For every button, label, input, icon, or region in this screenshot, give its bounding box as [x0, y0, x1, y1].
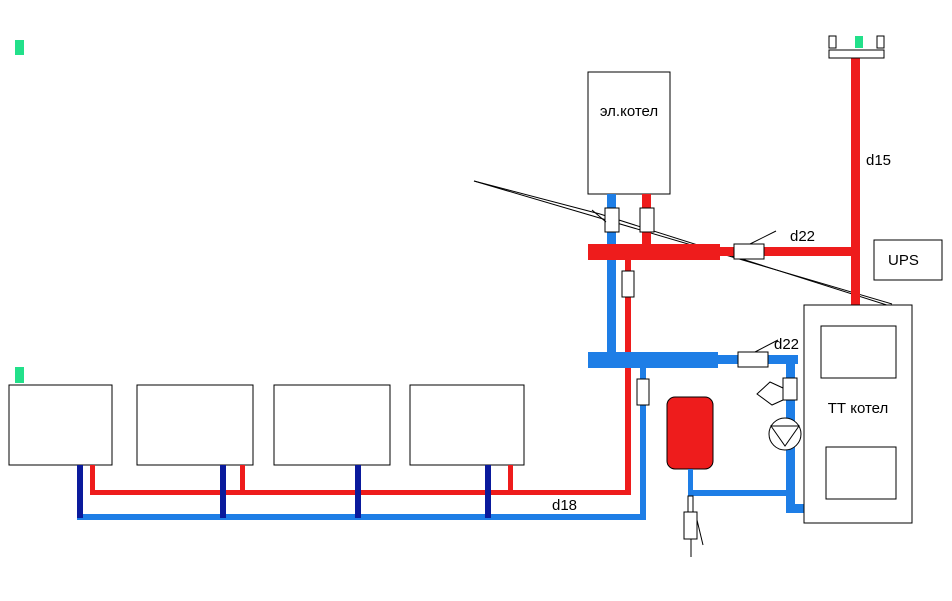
radiator-1-supply — [90, 465, 95, 494]
radiator-1-return — [77, 465, 83, 518]
upper-manifold-diameter: d22 — [790, 228, 815, 245]
lower-valve-handle — [754, 339, 779, 353]
top-fitting-left — [828, 35, 837, 49]
radiator-4-return — [485, 465, 491, 518]
drain-pipe — [687, 495, 694, 513]
radiator-2 — [136, 384, 254, 466]
lower-manifold-diameter: d22 — [774, 336, 799, 353]
eboiler-supply-valve — [639, 207, 655, 233]
top-fitting-right — [876, 35, 885, 49]
radiator-3-return — [355, 465, 361, 518]
filter — [782, 377, 798, 401]
indicator-radiator — [15, 367, 24, 383]
upper-supply-pipe — [720, 247, 860, 256]
pump-return-bottom — [786, 504, 804, 513]
radiator-return-riser — [640, 368, 646, 520]
radiator-return-main — [77, 514, 646, 520]
riser-diameter: d15 — [866, 152, 891, 169]
radiator-line-diameter: d18 — [552, 497, 577, 514]
upper-supply-manifold — [588, 244, 720, 260]
radiator-4 — [409, 384, 525, 466]
lower-return-manifold — [588, 352, 718, 368]
solid-fuel-boiler-label: ТТ котел — [828, 400, 889, 417]
eboiler-valve-handle — [591, 209, 607, 223]
radiator-1 — [8, 384, 113, 466]
radiator-3 — [273, 384, 391, 466]
electric-boiler — [587, 71, 671, 195]
mid-supply-pipe — [625, 260, 631, 352]
upper-valve-handle — [749, 230, 777, 245]
radiator-supply-riser — [625, 368, 631, 495]
expansion-tank-pipe — [688, 490, 786, 496]
ups-label: UPS — [888, 252, 919, 269]
radiator-4-supply — [508, 465, 513, 494]
electric-boiler-label: эл.котел — [600, 103, 658, 120]
upper-supply-valve — [733, 243, 765, 260]
radiator-2-return — [220, 465, 226, 518]
ups-box — [873, 239, 943, 281]
radiator-2-supply — [240, 465, 245, 494]
indicator-top-left — [15, 40, 24, 55]
guide-lines — [473, 180, 893, 307]
pump-icon — [770, 425, 800, 447]
drain-valve-handle — [696, 519, 704, 546]
top-fitting-indicator — [855, 36, 863, 48]
top-fitting-bar — [828, 49, 885, 59]
radiator-return-valve — [636, 378, 650, 406]
boiler-lower-door — [825, 446, 897, 500]
lower-return-valve — [737, 351, 769, 368]
boiler-upper-door — [820, 325, 897, 379]
expansion-tank-pipe-down — [688, 469, 693, 495]
vertical-supply-riser — [851, 58, 860, 306]
mid-supply-valve — [621, 270, 635, 298]
expansion-tank — [666, 396, 714, 470]
mid-return-pipe — [607, 260, 616, 352]
filter-body — [756, 381, 784, 406]
drain-valve — [683, 511, 698, 540]
eboiler-return-valve — [604, 207, 620, 233]
